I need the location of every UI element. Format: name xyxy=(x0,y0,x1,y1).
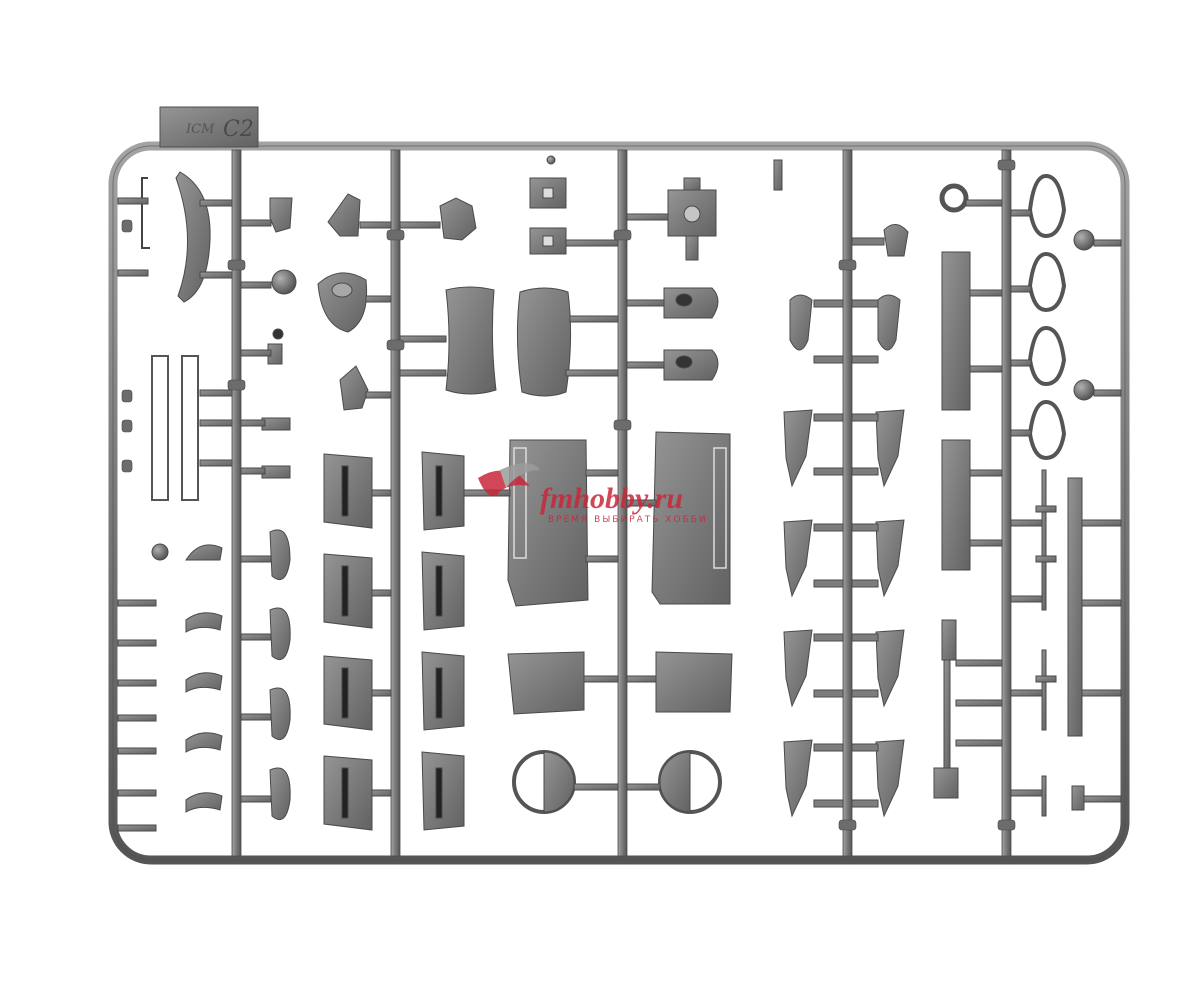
column-7-parts xyxy=(933,183,1003,799)
sprue-frame xyxy=(108,141,1130,865)
hatch-plates-right xyxy=(421,451,465,831)
sprue-tag: ICM C2 xyxy=(159,106,259,148)
column-5-parts xyxy=(626,159,783,791)
hatch-plates-left xyxy=(323,453,373,831)
column-8-parts xyxy=(1010,173,1122,817)
sprue-code: C2 xyxy=(223,117,254,142)
column-4-parts xyxy=(399,155,733,831)
maker-mark: ICM xyxy=(185,122,215,137)
watermark-brand: fmhobby.ru xyxy=(540,482,683,515)
column-3-parts xyxy=(317,193,392,831)
watermark-tagline: ВРЕМЯ ВЫБИРАТЬ ХОББИ xyxy=(548,515,708,525)
vertical-runners xyxy=(231,149,1012,857)
column-1-parts xyxy=(117,171,233,832)
gate-nubs xyxy=(121,159,1016,831)
column-2-parts xyxy=(240,197,297,820)
grille-part xyxy=(151,355,199,501)
column-6-parts xyxy=(783,224,909,818)
watermark: fmhobby.ru ВРЕМЯ ВЫБИРАТЬ ХОББИ xyxy=(478,463,708,525)
